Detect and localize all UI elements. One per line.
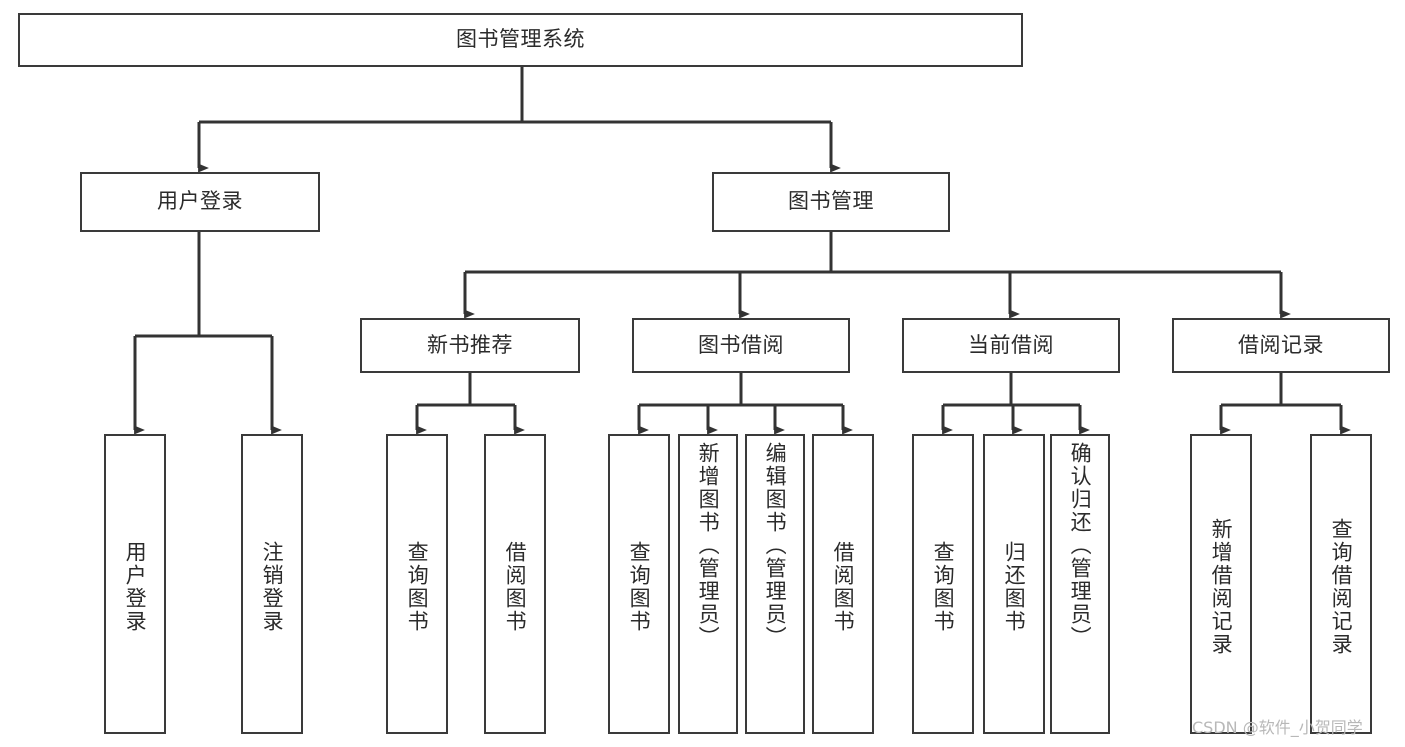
- leaf-nbr-borrow-book-label: 借阅图书: [503, 541, 528, 633]
- leaf-bb-borrow-book[interactable]: 借阅图书: [812, 434, 874, 734]
- leaf-logout-label: 注销登录: [260, 541, 285, 633]
- leaf-nbr-borrow-book[interactable]: 借阅图书: [484, 434, 546, 734]
- leaf-bb-borrow-book-label: 借阅图书: [831, 541, 856, 633]
- leaf-nbr-query-book-label: 查询图书: [405, 541, 430, 633]
- leaf-cb-confirm-return-admin[interactable]: 确认归还（管理员）: [1050, 434, 1110, 734]
- node-root-label: 图书管理系统: [456, 27, 585, 52]
- node-current-borrow-label: 当前借阅: [968, 332, 1054, 357]
- leaf-cb-query-book[interactable]: 查询图书: [912, 434, 974, 734]
- leaf-logout[interactable]: 注销登录: [241, 434, 303, 734]
- leaf-nbr-query-book[interactable]: 查询图书: [386, 434, 448, 734]
- node-borrow-record[interactable]: 借阅记录: [1172, 318, 1390, 373]
- node-book-management[interactable]: 图书管理: [712, 172, 950, 232]
- node-current-borrow[interactable]: 当前借阅: [902, 318, 1120, 373]
- node-user-login-label: 用户登录: [157, 189, 243, 214]
- leaf-cb-confirm-return-admin-label: 确认归还（管理员）: [1068, 442, 1093, 649]
- leaf-cb-query-book-label: 查询图书: [931, 541, 956, 633]
- leaf-br-query-record[interactable]: 查询借阅记录: [1310, 434, 1372, 734]
- leaf-user-login-label: 用户登录: [123, 541, 148, 633]
- leaf-bb-add-book-admin-label: 新增图书（管理员）: [696, 442, 721, 649]
- leaf-br-add-record[interactable]: 新增借阅记录: [1190, 434, 1252, 734]
- leaf-user-login[interactable]: 用户登录: [104, 434, 166, 734]
- leaf-bb-edit-book-admin[interactable]: 编辑图书（管理员）: [745, 434, 805, 734]
- node-user-login[interactable]: 用户登录: [80, 172, 320, 232]
- leaf-bb-add-book-admin[interactable]: 新增图书（管理员）: [678, 434, 738, 734]
- node-borrow-record-label: 借阅记录: [1238, 332, 1324, 357]
- node-root[interactable]: 图书管理系统: [18, 13, 1023, 67]
- node-book-borrow-label: 图书借阅: [698, 332, 784, 357]
- node-new-book-recommend-label: 新书推荐: [427, 332, 513, 357]
- leaf-bb-query-book-label: 查询图书: [627, 541, 652, 633]
- leaf-bb-edit-book-admin-label: 编辑图书（管理员）: [763, 442, 788, 649]
- node-book-management-label: 图书管理: [788, 189, 874, 214]
- leaf-cb-return-book[interactable]: 归还图书: [983, 434, 1045, 734]
- csdn-watermark: CSDN @软件_小贺同学: [1192, 718, 1363, 737]
- node-book-borrow[interactable]: 图书借阅: [632, 318, 850, 373]
- leaf-br-query-record-label: 查询借阅记录: [1329, 518, 1354, 656]
- leaf-br-add-record-label: 新增借阅记录: [1209, 518, 1234, 656]
- leaf-cb-return-book-label: 归还图书: [1002, 541, 1027, 633]
- node-new-book-recommend[interactable]: 新书推荐: [360, 318, 580, 373]
- leaf-bb-query-book[interactable]: 查询图书: [608, 434, 670, 734]
